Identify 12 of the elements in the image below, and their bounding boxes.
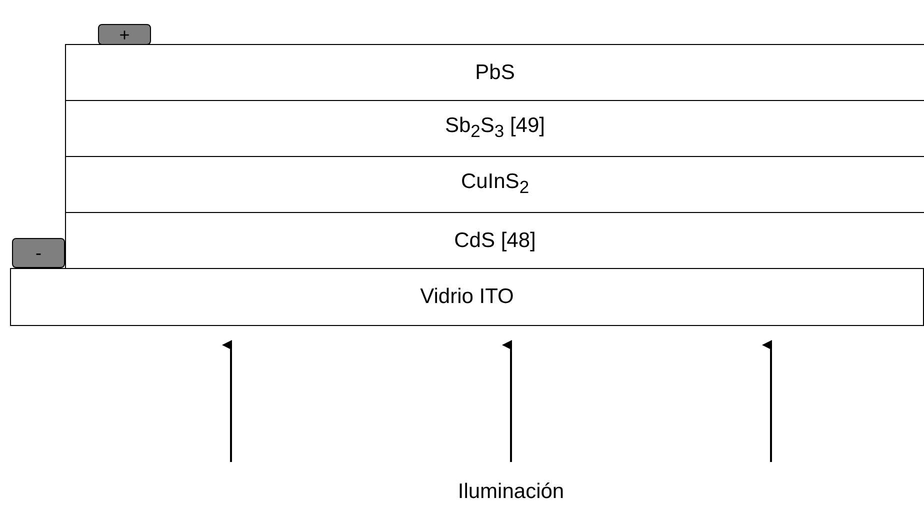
layer-box [65, 44, 924, 101]
layer-label: CuInS$_{2}$ [460, 170, 530, 199]
layer-label: CdS [48] [454, 228, 536, 252]
polarity-sign: + [119, 26, 130, 44]
layer-label: Sb$_{2}$S$_{3}$ [49] [444, 114, 546, 143]
illumination-label: Iluminación [458, 480, 564, 504]
substrate-layer-box [10, 268, 924, 326]
layer-label: Vidrio ITO [420, 285, 514, 309]
layer-label: PbS [475, 60, 515, 84]
polarity-sign: - [36, 244, 42, 262]
electrode-terminal [98, 24, 151, 45]
electrode-terminal [12, 238, 65, 268]
